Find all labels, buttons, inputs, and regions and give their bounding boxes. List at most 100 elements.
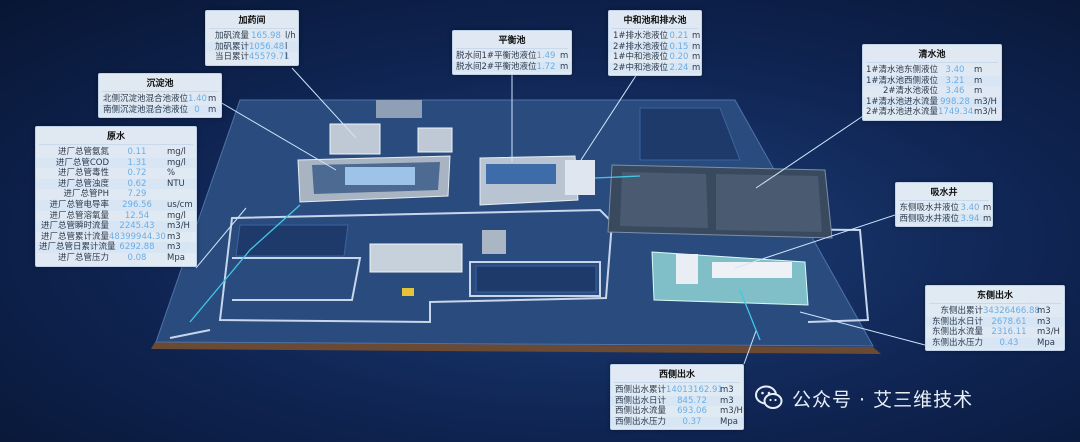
row-value: 1.31 xyxy=(127,157,147,168)
data-row: 进厂总管毒性 0.72% xyxy=(36,168,196,179)
row-label: 1#清水池西侧液位 xyxy=(866,75,939,86)
row-value: 7.29 xyxy=(127,189,147,200)
row-value: 0.43 xyxy=(999,337,1019,348)
row-unit: m3 xyxy=(1037,306,1051,316)
row-value: 1.72 xyxy=(536,61,556,72)
row-value: 48399944.30 xyxy=(109,231,166,242)
pipes xyxy=(189,175,761,341)
row-value: 34326466.88 xyxy=(983,306,1040,316)
row-value: 6292.88 xyxy=(119,242,155,253)
row-unit: m3/H xyxy=(1037,327,1060,338)
clear-water-pool xyxy=(607,164,833,239)
panel-title: 吸水井 xyxy=(899,183,989,201)
row-value: 845.72 xyxy=(677,395,707,406)
row-unit: m xyxy=(983,203,992,213)
row-label: 进厂总管PH xyxy=(63,189,109,200)
row-label: 加矾流量 xyxy=(214,31,249,41)
row-value: 0.15 xyxy=(669,41,689,52)
row-label: 西侧出水日计 xyxy=(614,395,666,406)
row-label: 北侧沉淀池混合池液位 xyxy=(102,94,188,104)
row-unit: l/h xyxy=(285,31,296,41)
row-unit: m xyxy=(974,65,983,75)
data-row: 进厂总管瞬时流量 2245.43 m3/H xyxy=(36,221,196,232)
data-row: 西侧出水压力 0.37 Mpa xyxy=(611,416,743,428)
row-label: 进厂总管毒性 xyxy=(57,168,109,179)
row-unit: m xyxy=(692,41,701,52)
row-label: 1#中和池液位 xyxy=(612,52,668,63)
row-label: 西侧出水流量 xyxy=(614,406,666,417)
row-value: 45579.71 xyxy=(249,52,290,63)
row-value: 296.56 xyxy=(122,199,152,210)
wechat-icon xyxy=(755,385,783,409)
row-unit: m xyxy=(692,52,701,63)
row-label: 西侧吸水井液位 xyxy=(899,213,959,224)
row-value: 0.11 xyxy=(127,147,147,157)
row-value: 0.72 xyxy=(127,168,147,179)
row-label: 进厂总管COD xyxy=(55,157,109,168)
balance-pool-building xyxy=(479,155,595,206)
row-unit: m3/H xyxy=(167,221,190,232)
row-value: 3.94 xyxy=(960,213,980,224)
row-unit: l xyxy=(285,52,288,63)
row-unit: % xyxy=(167,168,176,179)
row-value: 0.20 xyxy=(669,52,689,63)
row-unit: m xyxy=(974,86,983,97)
row-label: 进厂总管日累计流量 xyxy=(39,242,116,253)
row-value: 0 xyxy=(194,104,200,115)
row-label: 进厂总管瞬时流量 xyxy=(40,221,109,232)
row-label: 进厂总管压力 xyxy=(57,252,109,263)
row-value: 0.62 xyxy=(127,178,147,189)
row-unit: Mpa xyxy=(720,416,738,427)
row-value: 12.54 xyxy=(124,210,150,221)
row-label: 加矾累计 xyxy=(214,41,249,52)
row-value: 1.40 xyxy=(188,94,207,104)
row-unit: Mpa xyxy=(167,252,185,263)
row-label: 西侧出水压力 xyxy=(614,416,666,427)
row-label: 进厂总管溶氧量 xyxy=(49,210,109,221)
suction-well-building xyxy=(651,251,809,306)
row-value: 0.37 xyxy=(682,416,702,427)
row-value: 3.40 xyxy=(945,65,965,75)
row-unit: m xyxy=(208,104,217,115)
watermark-text: 公众号 · 艾三维技术 xyxy=(792,388,974,411)
row-label: 1#清水池东侧液位 xyxy=(866,65,939,75)
row-label: 2#排水池液位 xyxy=(612,41,668,52)
row-value: 2245.43 xyxy=(119,221,155,232)
data-row: 1#清水池东侧液位 3.40 m xyxy=(863,65,1001,76)
row-value: 165.98 xyxy=(251,31,281,41)
row-label: 东侧出累计 xyxy=(940,306,983,316)
row-value: 1749.34 xyxy=(938,107,974,118)
panel-title: 中和池和排水池 xyxy=(612,11,698,29)
row-unit: m3/H xyxy=(720,406,743,417)
panel-title: 平衡池 xyxy=(456,31,568,49)
